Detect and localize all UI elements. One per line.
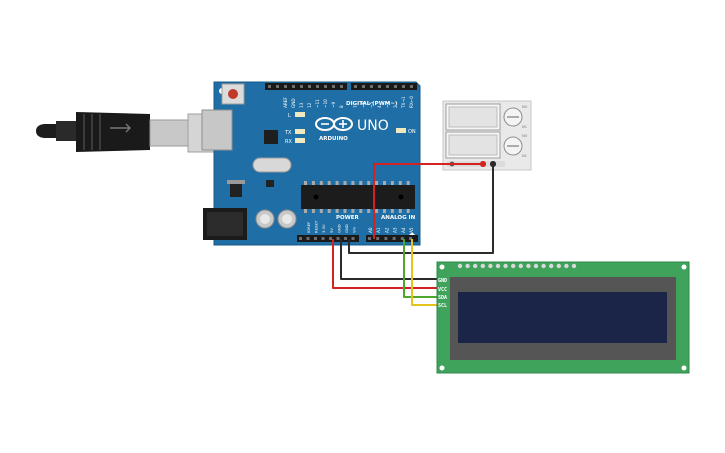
lcd-pin-label: GND [438, 278, 447, 284]
wire-green-sda[interactable] [403, 239, 437, 298]
digital-pin-label: AREF [283, 97, 288, 108]
arduino-brand: ARDUINO [319, 136, 348, 142]
led-tx-label: TX [284, 130, 292, 136]
crystal-oscillator [252, 157, 292, 173]
wire-red-lcd[interactable] [332, 239, 437, 289]
wire-endpoints [480, 161, 496, 167]
power-pin-label: GND [344, 224, 349, 233]
digital-pin-label: ~6 [361, 101, 366, 108]
led-l-label: L [288, 113, 291, 119]
digital-pin-label: RX←0 [409, 96, 414, 108]
wire-black-relay[interactable] [348, 164, 494, 254]
wires [332, 163, 494, 306]
analog-pin-label: A2 [384, 227, 389, 233]
lcd-pin-label: VCC [438, 287, 447, 293]
uno-logo-text: UNO [357, 118, 389, 134]
digital-label: DIGITAL (PWM~) [346, 101, 398, 107]
atmega-chip [301, 181, 415, 213]
led-l [295, 112, 305, 117]
led-tx [295, 129, 305, 134]
power-header[interactable] [297, 235, 359, 242]
digital-pin-label: 13 [299, 102, 304, 108]
digital-pin-label: 2 [393, 105, 398, 108]
lcd-pin-label: SDA [438, 295, 447, 301]
wire-red-relay[interactable] [373, 163, 483, 239]
analog-pin-label: A1 [376, 227, 381, 233]
digital-pin-label: 7 [353, 105, 358, 108]
analog-header[interactable] [366, 235, 418, 242]
digital-pin-label: ~3 [385, 101, 390, 108]
led-rx [295, 138, 305, 143]
digital-pin-label: 12 [307, 102, 312, 108]
digital-pin-label: 8 [339, 105, 344, 108]
power-pin-label: 3.3V [321, 224, 326, 233]
power-jack [203, 208, 247, 240]
svg-text:NC: NC [522, 154, 528, 158]
power-pin-label: IOREF [306, 222, 311, 233]
usb-cable[interactable] [36, 112, 229, 153]
lcd-pin-labels: GND VCC SDA SCL [438, 278, 447, 309]
usb-symbol-icon [110, 123, 131, 133]
svg-text:NO: NO [522, 105, 528, 109]
reset-button[interactable] [221, 83, 245, 105]
digital-pin-label: ~10 [323, 99, 328, 108]
power-pin-label: GND [336, 224, 341, 233]
power-pin-label: Vin [352, 226, 357, 233]
digital-pin-label: ~5 [369, 101, 374, 108]
svg-text:NC: NC [522, 125, 528, 129]
relay-module[interactable]: NO NC NO NC [442, 100, 532, 171]
analog-in-label: ANALOG IN [381, 215, 416, 221]
regulator [230, 183, 242, 197]
wire-yellow-scl[interactable] [411, 239, 437, 306]
digital-pin-label: GND [291, 98, 296, 108]
power-label: POWER [336, 215, 360, 221]
led-on-label: ON [408, 129, 416, 135]
analog-pin-label: A3 [393, 227, 398, 233]
digital-header[interactable] [265, 83, 417, 90]
lcd-pin-label: SCL [438, 303, 447, 309]
digital-pin-label: 4 [377, 105, 382, 108]
arduino-logo-icon [315, 117, 353, 131]
digital-pin-label: ~11 [315, 99, 320, 108]
led-rx-label: RX [285, 139, 292, 145]
led-on [396, 128, 406, 133]
digital-pin-label: TX→1 [401, 96, 406, 109]
usb-port [201, 109, 233, 151]
power-pin-label: RESET [314, 220, 319, 233]
analog-pin-label: A5 [409, 227, 414, 233]
power-pin-label: 5V [329, 228, 334, 233]
lcd-screen [458, 292, 667, 343]
analog-pin-label: A4 [401, 227, 406, 233]
analog-pin-label: A0 [368, 227, 373, 233]
svg-text:NO: NO [522, 134, 528, 138]
usb-chip [264, 130, 278, 144]
digital-pin-label: ~9 [331, 101, 336, 108]
lcd-module[interactable]: GND VCC SDA SCL [436, 261, 690, 374]
